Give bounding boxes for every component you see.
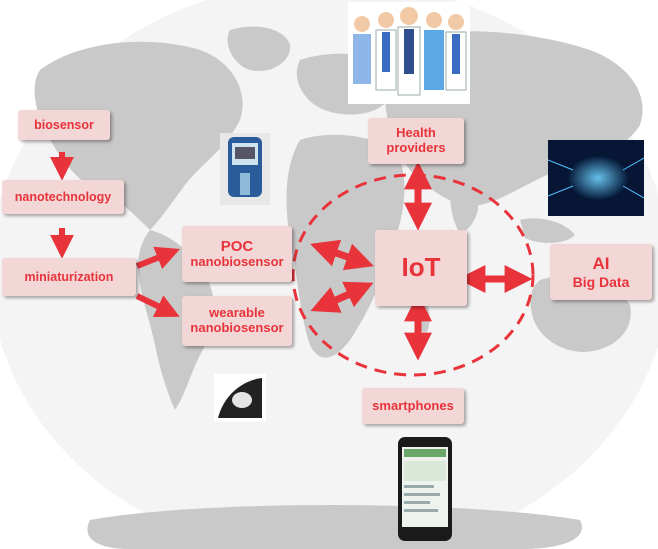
doctors-illustration bbox=[348, 2, 470, 104]
node-smartphones-label: smartphones bbox=[372, 397, 454, 413]
smartphone-image bbox=[398, 437, 452, 541]
node-poc-nanobiosensor: POC nanobiosensor bbox=[182, 226, 292, 282]
node-miniaturization-label: miniaturization bbox=[24, 269, 114, 284]
node-health-label-line2: providers bbox=[386, 140, 446, 155]
node-poc-label-line2: nanobiosensor bbox=[190, 254, 284, 270]
node-poc-label-line1: POC bbox=[220, 237, 254, 255]
glucometer-device bbox=[220, 133, 270, 205]
node-health-label-line1: Health bbox=[396, 125, 436, 141]
node-biosensor: biosensor bbox=[18, 110, 110, 140]
node-biosensor-label: biosensor bbox=[34, 117, 94, 132]
node-smartphones: smartphones bbox=[362, 388, 464, 424]
node-wearable-nanobiosensor: wearable nanobiosensor bbox=[182, 296, 292, 346]
node-health-providers: Health providers bbox=[368, 118, 464, 164]
node-ai-label-line1: AI bbox=[592, 254, 610, 274]
node-ai-big-data: AI Big Data bbox=[550, 244, 652, 300]
node-ai-label-line2: Big Data bbox=[572, 273, 630, 290]
node-wearable-label-line1: wearable bbox=[209, 305, 265, 321]
node-nanotechnology-label: nanotechnology bbox=[14, 189, 112, 204]
node-miniaturization: miniaturization bbox=[2, 258, 136, 296]
ai-brain-circuit-image bbox=[548, 140, 644, 216]
node-iot-label: IoT bbox=[401, 252, 441, 283]
node-nanotechnology: nanotechnology bbox=[2, 180, 124, 214]
node-wearable-label-line2: nanobiosensor bbox=[190, 320, 284, 335]
wearable-sensor-device bbox=[214, 374, 266, 422]
node-iot: IoT bbox=[375, 230, 467, 306]
